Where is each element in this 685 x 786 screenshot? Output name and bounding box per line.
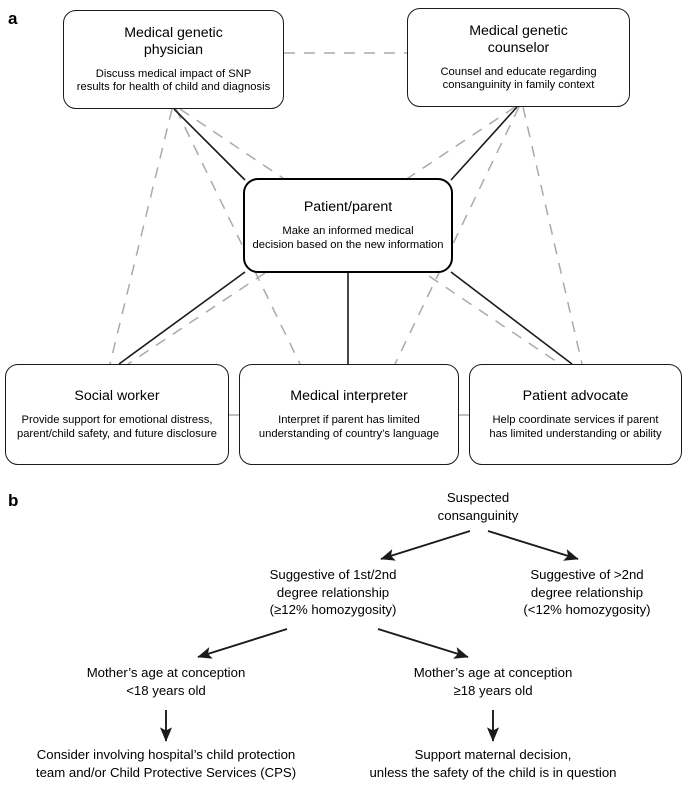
arrow-suspected-to-greater-second [487, 530, 579, 561]
panel-b-arrows [159, 530, 579, 742]
node-title: Medical genetic counselor [469, 22, 568, 56]
panel-label-a: a [8, 9, 18, 28]
tree-node-mother-age-under-18: Mother’s age at conception <18 years old [86, 665, 246, 698]
node-medical-genetic-physician[interactable]: Medical genetic physician Discuss medica… [63, 10, 284, 109]
node-description: Discuss medical impact of SNP results fo… [76, 67, 271, 94]
arrow-firstsecond-to-under18 [197, 628, 288, 659]
node-description: Help coordinate services if parent has l… [489, 414, 662, 440]
node-medical-interpreter[interactable]: Medical interpreter Interpret if parent … [239, 364, 459, 465]
tree-node-suspected-consanguinity: Suspected consanguinity [437, 490, 519, 523]
edge-physician-patient [173, 108, 246, 181]
node-title: Medical genetic physician [124, 24, 223, 58]
node-medical-genetic-counselor[interactable]: Medical genetic counselor Counsel and ed… [407, 8, 630, 107]
tree-node-first-second-degree: Suggestive of 1st/2nd degree relationshi… [269, 567, 397, 617]
node-patient-parent[interactable]: Patient/parent Make an informed medical … [243, 178, 453, 273]
arrow-firstsecond-to-over18 [377, 628, 469, 659]
panel-label-b: b [8, 491, 19, 510]
node-description: Counsel and educate regarding consanguin… [440, 65, 597, 92]
node-patient-advocate[interactable]: Patient advocate Help coordinate service… [469, 364, 682, 465]
node-social-worker[interactable]: Social worker Provide support for emotio… [5, 364, 229, 465]
tree-node-cps-outcome: Consider involving hospital’s child prot… [35, 747, 297, 780]
node-title: Patient/parent [303, 199, 393, 215]
tree-node-mother-age-over-18: Mother’s age at conception ≥18 years old [413, 665, 573, 698]
node-description: Interpret if parent has limited understa… [258, 414, 440, 440]
node-title: Medical interpreter [290, 388, 408, 404]
edge-physician-socialworker [109, 108, 173, 365]
edge-patient-socialworker [118, 271, 246, 365]
node-title: Patient advocate [522, 388, 629, 404]
tree-node-greater-than-second-degree: Suggestive of >2nd degree relationship (… [523, 567, 651, 617]
tree-node-support-maternal-outcome: Support maternal decision, unless the sa… [369, 747, 617, 780]
edge-counselor-patient [450, 106, 518, 181]
arrow-suspected-to-first-second [380, 530, 471, 561]
node-description: Make an informed medical decision based … [252, 225, 444, 251]
edge-counselor-advocate [522, 106, 583, 365]
node-description: Provide support for emotional distress, … [16, 414, 218, 440]
edge-patient-advocate [450, 271, 573, 365]
node-title: Social worker [74, 388, 160, 404]
